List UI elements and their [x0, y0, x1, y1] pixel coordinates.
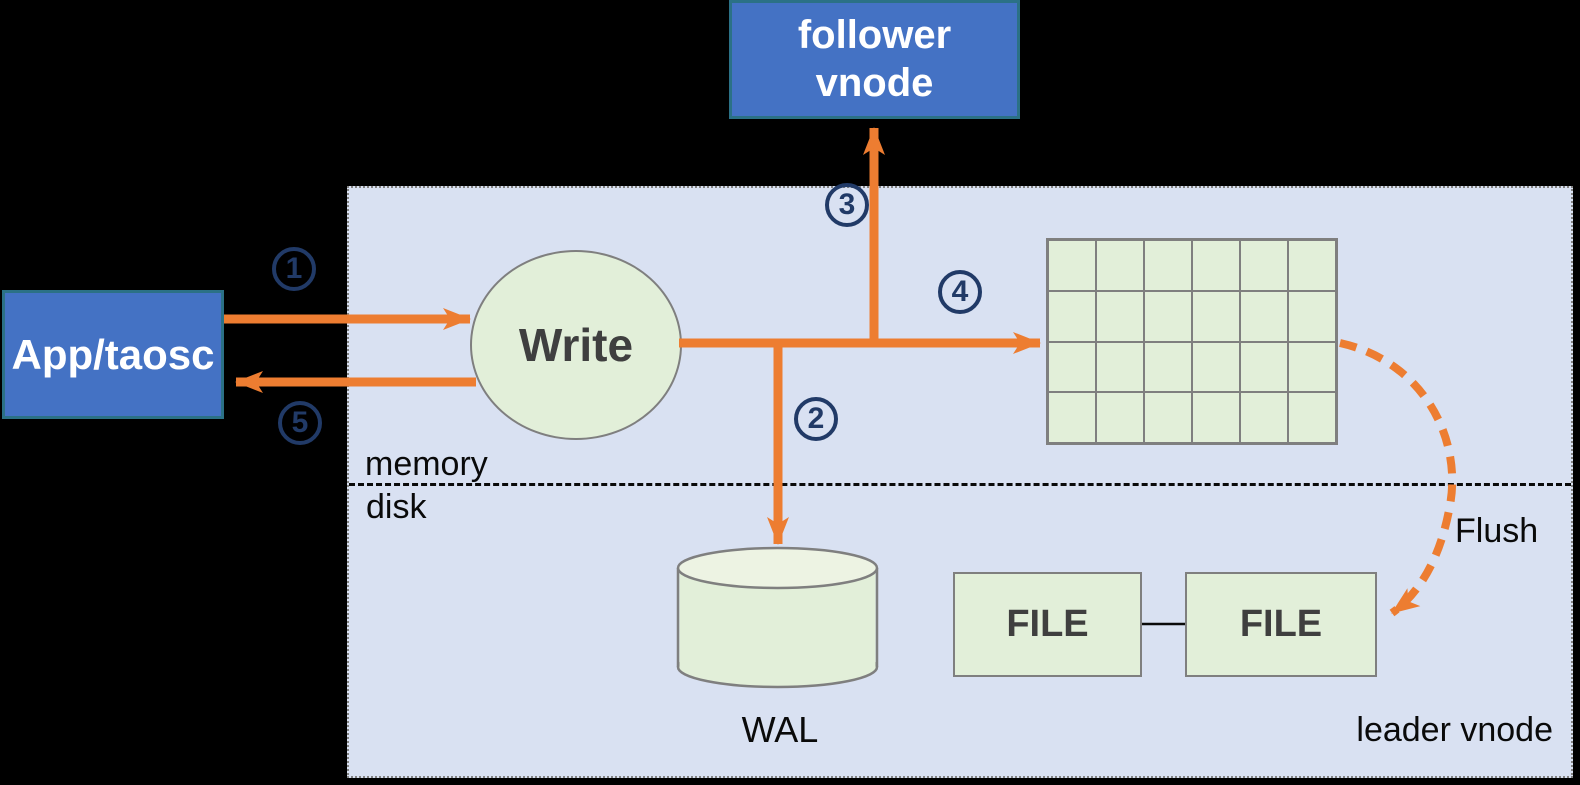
- file-node-1: FILE: [953, 572, 1142, 677]
- flush-label: Flush: [1455, 512, 1539, 550]
- step-badge-5: 5: [278, 401, 322, 445]
- step-badge-2: 2: [794, 397, 838, 441]
- follower-vnode-label: follower vnode: [797, 13, 952, 105]
- memtable-cell: [1192, 392, 1240, 443]
- file-node-2: FILE: [1185, 572, 1377, 677]
- memtable-cell: [1240, 341, 1288, 393]
- memtable-cell: [1288, 290, 1336, 342]
- file-2-label: FILE: [1239, 603, 1323, 645]
- memtable-grid: [1046, 238, 1338, 445]
- memory-disk-divider: [349, 483, 1571, 486]
- follower-vnode-node: follower vnode: [729, 0, 1020, 119]
- memtable-cell: [1096, 290, 1144, 342]
- memtable-cell: [1096, 392, 1144, 443]
- step-badge-3: 3: [825, 183, 869, 227]
- memtable-cell: [1048, 290, 1096, 342]
- memtable-cell: [1192, 240, 1240, 291]
- memtable-cell: [1144, 392, 1192, 443]
- app-taosc-label: App/taosc: [11, 330, 215, 378]
- memtable-cell: [1048, 341, 1096, 393]
- memtable-cell: [1144, 341, 1192, 393]
- memtable-cell: [1288, 240, 1336, 291]
- memtable-cell: [1096, 240, 1144, 291]
- memtable-cell: [1240, 290, 1288, 342]
- write-node: Write: [470, 250, 682, 440]
- memtable-cell: [1288, 341, 1336, 393]
- memtable-cell: [1096, 341, 1144, 393]
- memtable-cell: [1144, 290, 1192, 342]
- step-badge-1: 1: [272, 247, 316, 291]
- file-1-label: FILE: [1006, 603, 1089, 645]
- memory-label: memory: [365, 445, 488, 483]
- disk-label: disk: [366, 488, 427, 526]
- memtable-cell: [1192, 290, 1240, 342]
- memtable-cell: [1048, 392, 1096, 443]
- memtable-cell: [1240, 392, 1288, 443]
- app-taosc-node: App/taosc: [2, 290, 224, 419]
- memtable-cell: [1048, 240, 1096, 291]
- memtable-cell: [1192, 341, 1240, 393]
- step-badge-4: 4: [938, 270, 982, 314]
- memtable-cell: [1144, 240, 1192, 291]
- write-label: Write: [518, 319, 634, 371]
- leader-vnode-label: leader vnode: [1356, 711, 1553, 749]
- wal-label: WAL: [741, 709, 819, 750]
- memtable-cell: [1288, 392, 1336, 443]
- memtable-cell: [1240, 240, 1288, 291]
